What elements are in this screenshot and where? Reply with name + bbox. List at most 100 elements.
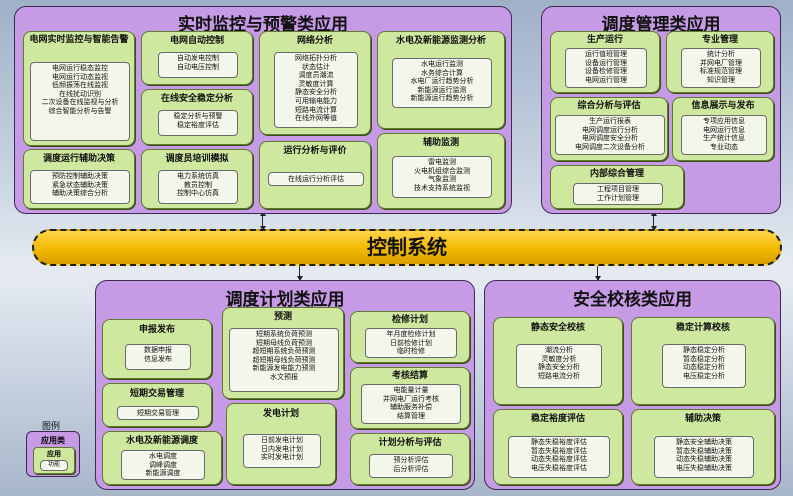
card-plan-analysis: 计划分析与评估 预分析评估 后分析评估	[350, 433, 470, 485]
function-item: 水电调度	[149, 452, 177, 460]
card-grid-monitoring: 电网实时监控与智能告警 电网运行稳态监控 电网运行动态监视 低频振荡在线监视 在…	[23, 31, 135, 146]
function-item: 低频振荡在线监视	[52, 81, 108, 90]
function-item: 日内发电计划	[261, 444, 303, 453]
function-item: 静态稳定分析	[683, 346, 725, 354]
function-item: 稳定裕度评估	[177, 120, 219, 129]
function-item: 结算管理	[397, 411, 425, 420]
card-function-list: 网络拓扑分析 状态估计 调度员潮流 灵敏度计算 静态安全分析 可用输电能力 短路…	[274, 52, 358, 128]
function-item: 工作计划管理	[597, 193, 639, 202]
function-item: 并网电厂管理	[700, 58, 742, 67]
function-item: 综合智能分析与告警	[48, 106, 112, 115]
panel-schedule-planning: 调度计划类应用 申报发布 数据申报 信息发布 短期交易管理 短期交易管理 水电及…	[95, 280, 475, 490]
panel-security-check: 安全校核类应用 静态安全校核 潮流分析 灵敏度分析 静态安全分析 短路电流分析 …	[484, 280, 781, 490]
function-item: 短期交易管理	[137, 409, 179, 417]
panel-dispatch-management: 调度管理类应用 生产运行 运行值班管理 设备运行管理 设备检修管理 电网运行管理…	[541, 6, 781, 214]
card-stability-calc-check: 稳定计算校核 静态稳定分析 暂态稳定分析 动态稳定分析 电压稳定分析	[631, 317, 775, 405]
function-item: 电网运行动态监视	[52, 72, 108, 81]
card-function-list: 自动发电控制 自动电压控制	[158, 52, 238, 78]
card-function-list: 水电运行监测 水务综合计算 水电厂运行趋势分析 新能源运行监测 新能源运行趋势分…	[392, 58, 492, 108]
card-function-list: 水电调度 调峰调度 新能源调度	[121, 450, 205, 480]
function-item: 电网运行稳态监控	[52, 64, 108, 72]
function-item: 超短期系统负荷预测	[252, 347, 316, 356]
function-item: 雷电监测	[428, 158, 456, 166]
function-item: 知识管理	[707, 75, 735, 84]
function-item: 临时检修	[397, 347, 425, 356]
function-item: 动态稳定分析	[683, 363, 725, 372]
card-function-list: 运行值班管理 设备运行管理 设备检修管理 电网运行管理	[565, 48, 647, 88]
card-dispatch-decision-support: 调度运行辅助决策 预防控制辅助决策 紧急状态辅助决策 辅助决策综合分析	[23, 149, 135, 209]
function-item: 在线扰动识别	[59, 89, 101, 98]
card-assessment-settlement: 考核结算 电能量计量 并网电厂运行考核 辅助服务补偿 结算管理	[350, 367, 470, 429]
card-function-list: 日前发电计划 日内发电计划 实时发电计划	[243, 434, 321, 468]
function-item: 潮流分析	[545, 346, 573, 354]
function-item: 暂态稳定分析	[683, 354, 725, 363]
legend-function-label: 功能	[47, 461, 60, 468]
card-forecast: 预测 短期系统负荷预测 短期母线负荷预测 超短期系统负荷预测 超短期母线负荷预测…	[222, 307, 344, 399]
card-function-list: 数据申报 信息发布	[125, 344, 191, 370]
function-item: 后分析评估	[393, 464, 429, 473]
card-title: 电网实时监控与智能告警	[29, 35, 129, 45]
card-title: 稳定计算校核	[675, 323, 730, 333]
card-static-security-check: 静态安全校核 潮流分析 灵敏度分析 静态安全分析 短路电流分析	[493, 317, 623, 405]
function-item: 稳定分析与预警	[173, 112, 223, 120]
card-function-list: 预防控制辅助决策 紧急状态辅助决策 辅助决策综合分析	[30, 170, 130, 204]
function-item: 电网调度二次设备分析	[575, 142, 645, 151]
card-short-term-trading: 短期交易管理 短期交易管理	[102, 383, 212, 427]
function-item: 日前检修计划	[390, 338, 432, 347]
function-item: 实时发电计划	[261, 453, 303, 462]
card-function-list: 静态失稳裕度评估 暂态失稳裕度评估 动态失稳裕度评估 电压失稳裕度评估	[508, 436, 610, 478]
card-title: 电网自动控制	[169, 36, 224, 46]
function-item: 暂态失稳辅助决策	[676, 446, 732, 455]
function-item: 超短期母线负荷预测	[252, 355, 316, 364]
card-function-list: 静态安全辅助决策 暂态失稳辅助决策 动态失稳辅助决策 电压失稳辅助决策	[654, 436, 754, 478]
function-item: 静态安全分析	[538, 363, 580, 372]
card-title: 信息展示与发布	[691, 101, 755, 111]
function-item: 静态安全辅助决策	[676, 438, 732, 446]
function-item: 标准规范管理	[700, 67, 742, 76]
card-title: 辅助决策	[684, 414, 721, 424]
card-information-publishing: 信息展示与发布 专项应用信息 电网运行信息 生产统计信息 专业动态	[672, 97, 774, 161]
legend-class-label: 应用类	[41, 436, 65, 445]
card-auxiliary-monitoring: 辅助监测 雷电监测 火电机组综合监测 气象监测 技术支持系统监视	[377, 133, 505, 209]
function-item: 调度员潮流	[298, 71, 334, 80]
function-item: 自动电压控制	[177, 62, 219, 71]
card-comprehensive-analysis: 综合分析与评估 生产运行报表 电网调度运行分析 电网调度安全分析 电网调度二次设…	[550, 97, 668, 161]
card-automatic-control: 电网自动控制 自动发电控制 自动电压控制	[141, 31, 253, 85]
function-item: 灵敏度计算	[298, 79, 334, 88]
card-generation-plan: 发电计划 日前发电计划 日内发电计划 实时发电计划	[226, 403, 336, 485]
function-item: 技术支持系统监视	[414, 183, 470, 192]
function-item: 运行值班管理	[585, 50, 627, 58]
panel-title: 调度管理类应用	[601, 15, 721, 35]
function-item: 专业动态	[710, 142, 738, 151]
function-item: 在线运行分析评估	[288, 175, 344, 183]
function-item: 动态失稳辅助决策	[676, 455, 732, 464]
function-item: 电网调度运行分析	[582, 125, 638, 134]
card-network-analysis: 网络分析 网络拓扑分析 状态估计 调度员潮流 灵敏度计算 静态安全分析 可用输电…	[259, 31, 371, 135]
function-item: 设备检修管理	[585, 67, 627, 76]
card-maintenance-plan: 检修计划 年月度检修计划 日前检修计划 临时检修	[350, 311, 470, 363]
function-item: 电网运行管理	[585, 75, 627, 84]
card-title: 调度员培训模拟	[165, 154, 229, 164]
card-function-list: 短期系统负荷预测 短期母线负荷预测 超短期系统负荷预测 超短期母线负荷预测 新能…	[229, 328, 339, 392]
connector-security-control	[597, 264, 598, 280]
card-title: 检修计划	[391, 315, 428, 325]
function-item: 电力系统仿真	[177, 172, 219, 180]
card-operation-analysis: 运行分析与评价 在线运行分析评估	[259, 141, 371, 209]
card-title: 辅助监测	[422, 138, 459, 148]
function-item: 火电机组综合监测	[414, 166, 470, 175]
card-function-list: 雷电监测 火电机组综合监测 气象监测 技术支持系统监视	[392, 156, 492, 198]
arrow-down-icon	[296, 276, 303, 281]
panel-title: 调度计划类应用	[225, 290, 345, 310]
function-item: 数据申报	[144, 346, 172, 354]
card-title: 考核结算	[391, 371, 428, 381]
function-item: 电压失稳辅助决策	[676, 463, 732, 472]
arrow-down-icon	[650, 226, 657, 231]
function-item: 日前发电计划	[261, 436, 303, 444]
card-function-list: 在线运行分析评估	[268, 172, 364, 186]
card-title: 水电及新能源监测分析	[395, 36, 486, 46]
card-decision-support: 辅助决策 静态安全辅助决策 暂态失稳辅助决策 动态失稳辅助决策 电压失稳辅助决策	[631, 409, 775, 485]
card-title: 计划分析与评估	[378, 438, 442, 448]
panel-realtime-monitoring: 实时监控与预警类应用 电网实时监控与智能告警 电网运行稳态监控 电网运行动态监视…	[14, 6, 512, 214]
function-item: 紧急状态辅助决策	[52, 180, 108, 189]
function-item: 辅助决策综合分析	[52, 189, 108, 198]
